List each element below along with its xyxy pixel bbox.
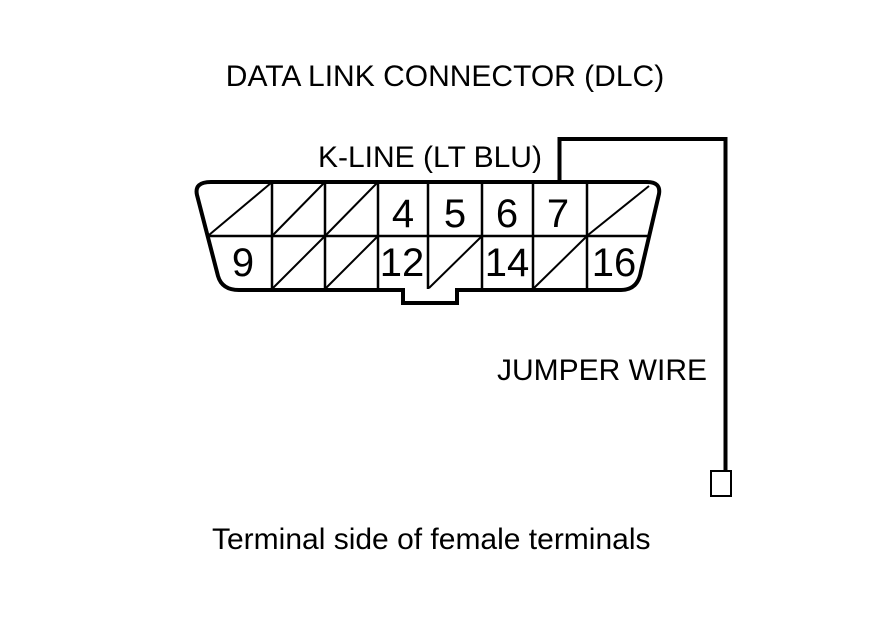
pin-number-4: 4 <box>392 192 414 236</box>
caption: Terminal side of female terminals <box>212 523 651 556</box>
kline-label: K-LINE (LT BLU) <box>318 141 542 174</box>
pin-numbers-bottom: 9 12 14 16 <box>232 241 636 285</box>
pin-number-12: 12 <box>380 241 425 285</box>
unused-pin-slash <box>272 182 325 236</box>
jumper-wire-terminal-square <box>710 470 732 497</box>
connector-column-dividers <box>270 183 589 289</box>
diagram-title: DATA LINK CONNECTOR (DLC) <box>226 60 664 93</box>
pin-number-5: 5 <box>444 192 466 236</box>
unused-pin-slash <box>428 236 482 289</box>
pin-number-16: 16 <box>592 241 637 285</box>
pin-number-7: 7 <box>547 192 569 236</box>
unused-pin-slash <box>325 236 378 289</box>
pin-number-9: 9 <box>232 241 254 285</box>
pin-number-6: 6 <box>496 192 518 236</box>
pin-number-14: 14 <box>485 241 530 285</box>
jumper-wire-line <box>557 137 728 471</box>
unused-pin-slashes <box>208 182 650 289</box>
jumper-wire-label: JUMPER WIRE <box>497 354 707 387</box>
unused-pin-slash <box>272 236 325 289</box>
unused-pin-slash <box>587 185 650 236</box>
unused-pin-slash <box>533 236 587 289</box>
pin-numbers-top: 4 5 6 7 <box>392 192 569 236</box>
unused-pin-slash <box>208 182 272 236</box>
unused-pin-slash <box>325 182 378 236</box>
